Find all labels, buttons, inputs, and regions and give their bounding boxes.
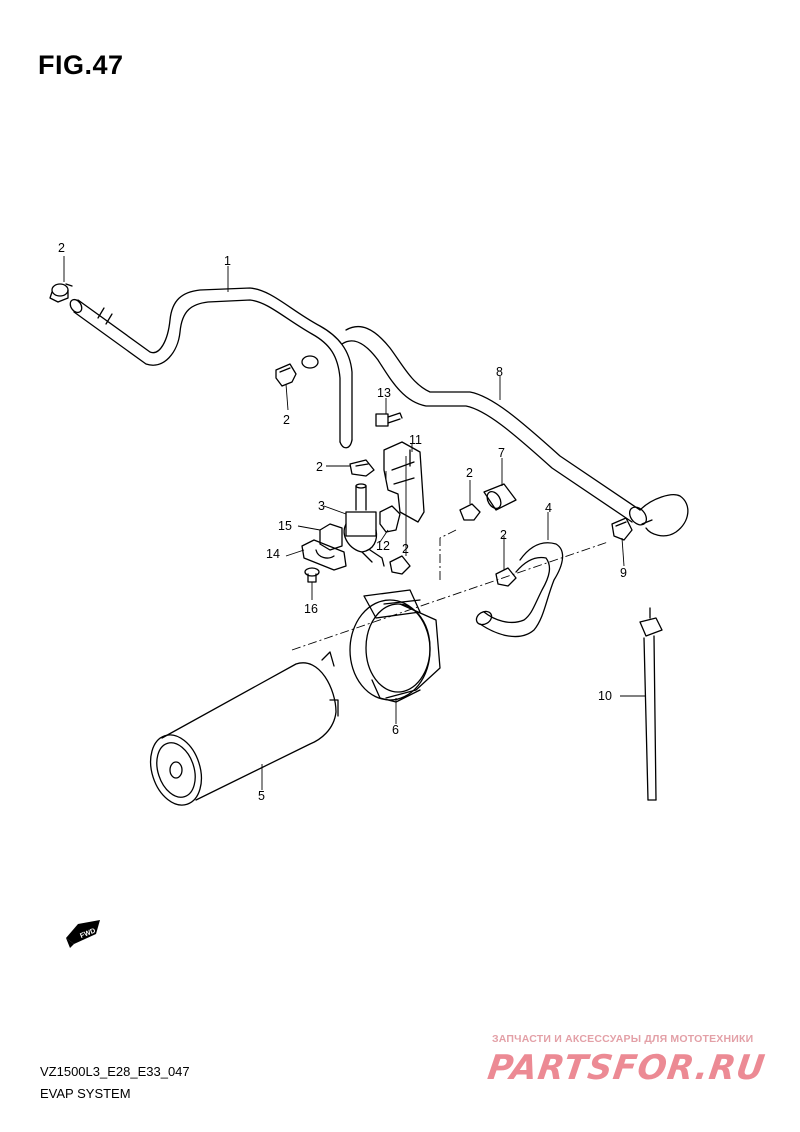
valve-part-3 [343,483,385,567]
callout-7: 7 [498,446,505,460]
callout-11: 11 [409,433,422,447]
callout-12: 12 [376,539,390,553]
callout-14: 14 [266,547,280,561]
fwd-arrow-icon: FWD [66,920,100,948]
callout-8: 8 [496,365,503,379]
clamp-part-2c [349,459,375,477]
screw-part-16 [304,567,320,583]
figure-name: EVAP SYSTEM [40,1086,131,1101]
callout-2f: 2 [500,528,507,542]
clamp-part-2b [275,355,319,387]
model-code: VZ1500L3_E28_E33_047 [40,1064,190,1079]
hose-part-4 [475,542,564,638]
callout-2c: 2 [316,460,323,474]
callout-5: 5 [258,789,265,803]
holder-part-14 [301,539,347,571]
hose-part-1 [69,287,353,449]
ring-part-6 [349,589,441,703]
holder-part-12 [379,505,401,533]
watermark-logo: PARTSFOR.RU [485,1048,768,1088]
clamp-part-2d [459,503,481,521]
clamp-part-2a [49,283,73,303]
sleeve-part-7 [483,483,517,511]
callout-13: 13 [377,386,391,400]
callout-6: 6 [392,723,399,737]
tie-strap-part-10 [639,607,663,801]
bracket-part-11 [383,441,425,523]
bolt-part-13 [375,412,403,427]
callout-2a: 2 [58,241,65,255]
clamp-part-9 [611,517,633,541]
callout-4: 4 [545,501,552,515]
watermark-tagline: ЗАПЧАСТИ И АКСЕССУАРЫ ДЛЯ МОТОТЕХНИКИ [492,1033,754,1045]
figure-title: FIG.47 [38,50,124,80]
callout-3: 3 [318,499,325,513]
holder-part-15 [319,523,343,551]
hose-part-8 [341,325,689,537]
canister-part-5 [149,651,339,806]
clamp-part-2f [495,567,517,587]
callout-2b: 2 [283,413,290,427]
callout-15: 15 [278,519,292,533]
callout-16: 16 [304,602,318,616]
callout-10: 10 [598,689,612,703]
callout-1: 1 [224,254,231,268]
callout-2e: 2 [402,542,409,556]
callout-2d: 2 [466,466,473,480]
callout-9: 9 [620,566,627,580]
clamp-part-2e [389,555,411,575]
